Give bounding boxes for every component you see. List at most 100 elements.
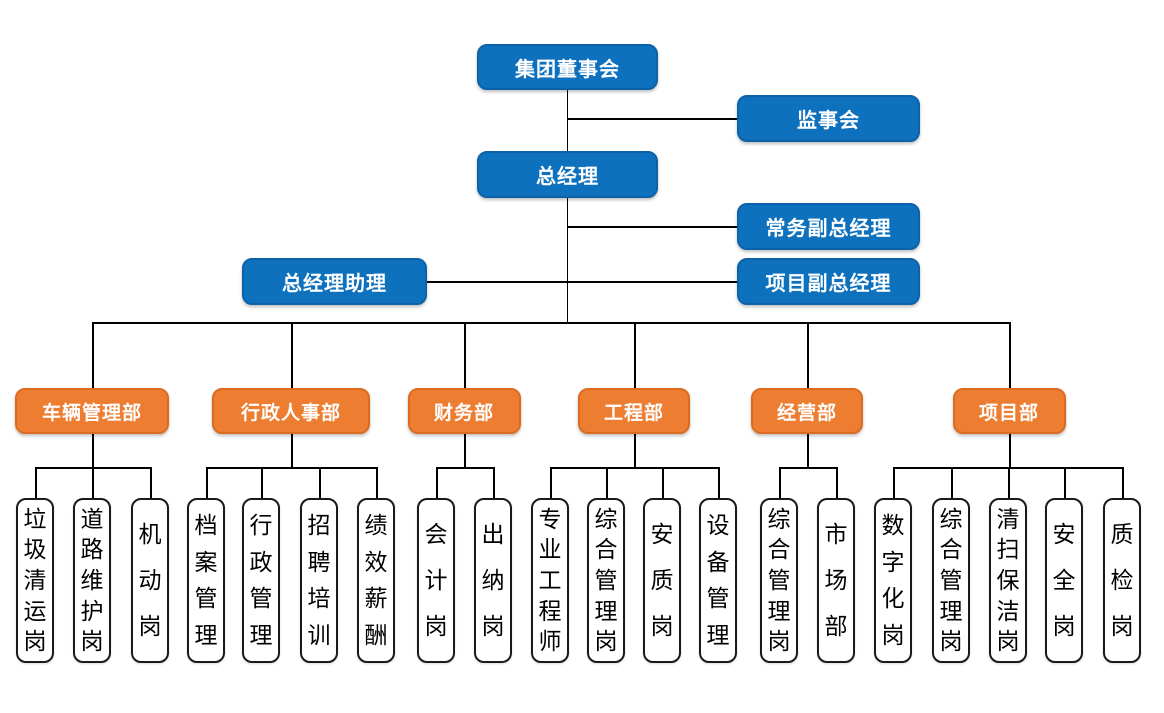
position-box-archives-management: 档案管理 bbox=[187, 498, 225, 663]
branch-supervisory-board bbox=[566, 118, 737, 120]
drop-cashier bbox=[493, 467, 495, 498]
group-bus-engineering bbox=[550, 467, 720, 469]
position-char: 字 bbox=[881, 548, 905, 575]
position-char: 质 bbox=[650, 567, 674, 593]
position-char: 薪 bbox=[364, 585, 388, 612]
node-project-deputy-gm: 项目副总经理 bbox=[737, 258, 920, 305]
position-char: 安 bbox=[650, 521, 674, 547]
position-box-general-management-eng: 综合管理岗 bbox=[587, 498, 625, 663]
position-char: 维 bbox=[80, 566, 104, 593]
drop-vehicle-management bbox=[92, 322, 94, 388]
position-char: 综 bbox=[939, 505, 963, 532]
drop-accountant bbox=[436, 467, 438, 498]
position-char: 全 bbox=[1052, 567, 1076, 593]
position-char: 管 bbox=[194, 585, 218, 612]
position-box-mobile-post: 机动岗 bbox=[131, 498, 169, 663]
drop-admin-hr bbox=[291, 322, 293, 388]
position-char: 师 bbox=[538, 628, 562, 655]
drop-market-dept bbox=[836, 467, 838, 498]
dept-finance: 财务部 bbox=[407, 388, 521, 434]
position-char: 市 bbox=[824, 521, 848, 547]
drop-garbage-removal bbox=[35, 467, 37, 498]
position-char: 保 bbox=[996, 566, 1020, 593]
drop-road-maintenance bbox=[92, 467, 94, 498]
position-char: 部 bbox=[824, 613, 848, 639]
position-box-safety-quality: 安质岗 bbox=[643, 498, 681, 663]
position-char: 备 bbox=[706, 548, 730, 575]
group-bus-operations bbox=[779, 467, 838, 469]
position-box-recruit-training: 招聘培训 bbox=[300, 498, 338, 663]
position-char: 管 bbox=[594, 566, 618, 593]
position-char: 会 bbox=[424, 521, 448, 547]
position-char: 绩 bbox=[364, 511, 388, 538]
position-char: 管 bbox=[939, 566, 963, 593]
position-char: 政 bbox=[249, 548, 273, 575]
drop-finance bbox=[464, 322, 466, 388]
position-char: 训 bbox=[307, 622, 331, 649]
trunk-gm-to-bus bbox=[566, 198, 568, 322]
position-box-safety-post: 安全岗 bbox=[1045, 498, 1083, 663]
position-box-quality-inspection: 质检岗 bbox=[1103, 498, 1141, 663]
position-char: 岗 bbox=[594, 628, 618, 655]
position-char: 扫 bbox=[996, 536, 1020, 563]
position-char: 岗 bbox=[23, 628, 47, 655]
position-char: 理 bbox=[194, 622, 218, 649]
position-char: 场 bbox=[824, 567, 848, 593]
position-char: 合 bbox=[767, 536, 791, 563]
drop-archives-management bbox=[206, 467, 208, 498]
position-char: 岗 bbox=[996, 628, 1020, 655]
position-char: 工 bbox=[538, 566, 562, 593]
drop-engineering bbox=[634, 322, 636, 388]
position-char: 管 bbox=[706, 585, 730, 612]
position-char: 合 bbox=[594, 536, 618, 563]
drop-performance-payroll bbox=[376, 467, 378, 498]
position-char: 综 bbox=[594, 505, 618, 532]
dept-admin-hr: 行政人事部 bbox=[212, 388, 370, 434]
position-box-sweeping-cleaning: 清扫保洁岗 bbox=[989, 498, 1027, 663]
drop-professional-engineer bbox=[550, 467, 552, 498]
position-char: 纳 bbox=[481, 567, 505, 593]
position-box-equipment-management: 设备管理 bbox=[699, 498, 737, 663]
drop-safety-quality bbox=[662, 467, 664, 498]
stub-vehicle-management bbox=[92, 434, 94, 467]
branch-project-deputy-gm bbox=[566, 281, 737, 283]
position-char: 行 bbox=[249, 511, 273, 538]
position-box-cashier: 出纳岗 bbox=[474, 498, 512, 663]
position-char: 垃 bbox=[23, 505, 47, 532]
position-char: 档 bbox=[194, 511, 218, 538]
drop-sweeping-cleaning bbox=[1008, 467, 1010, 498]
position-char: 理 bbox=[706, 622, 730, 649]
drop-admin-management bbox=[261, 467, 263, 498]
position-box-digitalization: 数字化岗 bbox=[874, 498, 912, 663]
drop-safety-post bbox=[1064, 467, 1066, 498]
dept-engineering: 工程部 bbox=[578, 388, 690, 434]
stub-finance bbox=[464, 434, 466, 467]
position-char: 理 bbox=[249, 622, 273, 649]
position-char: 检 bbox=[1110, 567, 1134, 593]
position-char: 质 bbox=[1110, 521, 1134, 547]
position-char: 洁 bbox=[996, 597, 1020, 624]
node-group-board: 集团董事会 bbox=[477, 44, 658, 90]
position-char: 岗 bbox=[80, 628, 104, 655]
position-char: 动 bbox=[138, 567, 162, 593]
position-char: 清 bbox=[23, 566, 47, 593]
main-bus bbox=[92, 322, 1011, 324]
position-char: 岗 bbox=[650, 613, 674, 639]
position-char: 岗 bbox=[767, 628, 791, 655]
position-char: 管 bbox=[249, 585, 273, 612]
position-box-general-management-proj: 综合管理岗 bbox=[932, 498, 970, 663]
position-char: 安 bbox=[1052, 521, 1076, 547]
node-executive-deputy-gm: 常务副总经理 bbox=[737, 203, 920, 250]
position-char: 案 bbox=[194, 548, 218, 575]
position-char: 合 bbox=[939, 536, 963, 563]
position-char: 程 bbox=[538, 597, 562, 624]
position-char: 数 bbox=[881, 511, 905, 538]
position-char: 综 bbox=[767, 505, 791, 532]
position-char: 聘 bbox=[307, 548, 331, 575]
drop-project bbox=[1009, 322, 1011, 388]
drop-mobile-post bbox=[150, 467, 152, 498]
group-bus-admin-hr bbox=[206, 467, 378, 469]
position-char: 效 bbox=[364, 548, 388, 575]
position-char: 设 bbox=[706, 511, 730, 538]
